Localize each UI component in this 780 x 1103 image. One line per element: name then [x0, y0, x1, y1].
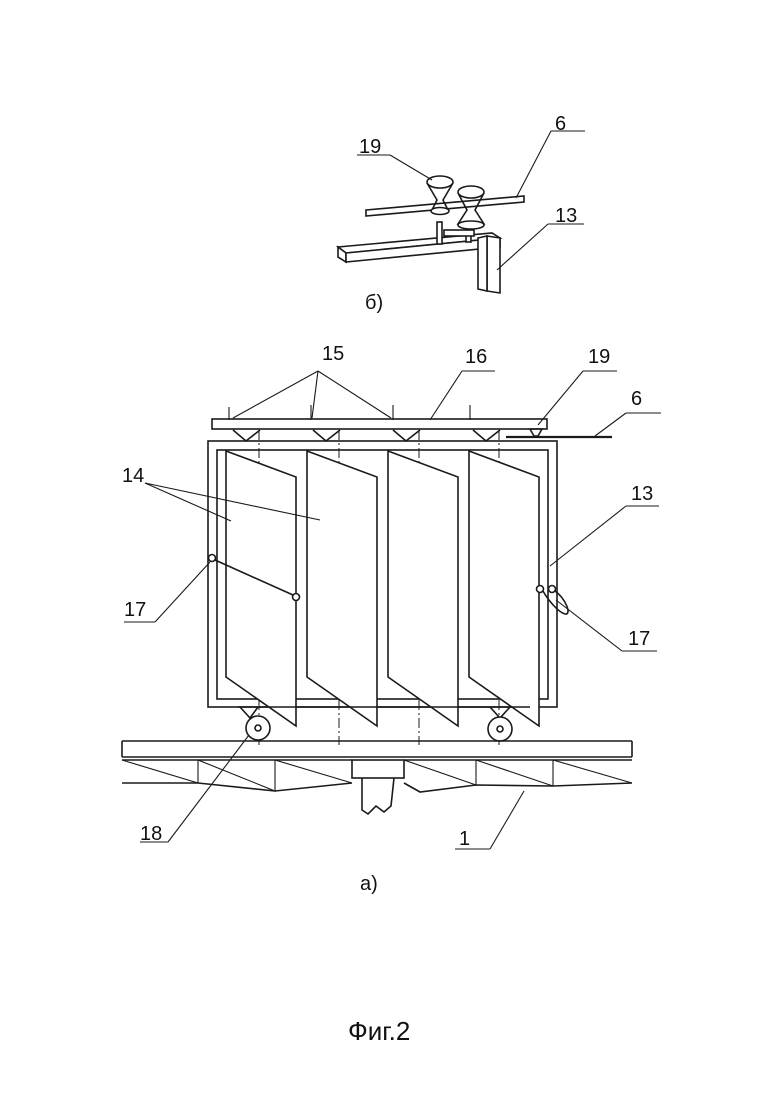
bracket-13 [338, 233, 500, 293]
blade-4 [469, 451, 539, 726]
label-6: 6 [631, 388, 642, 410]
label-17-right: 17 [628, 628, 650, 650]
subfigure-a-label: а) [360, 873, 378, 895]
blade-2 [307, 451, 377, 726]
subfigure-b-label: б) [365, 292, 383, 314]
label-6-detail: 6 [555, 113, 566, 135]
wheel-18-left [246, 716, 270, 740]
label-14: 14 [122, 465, 144, 487]
blade-3 [388, 451, 458, 726]
spring-17-right [537, 586, 569, 615]
hanger-brackets [233, 430, 500, 441]
beam-16 [212, 419, 547, 429]
wheel-18-right [488, 717, 512, 741]
label-17-left: 17 [124, 599, 146, 621]
label-19: 19 [588, 346, 610, 368]
label-18: 18 [140, 823, 162, 845]
label-1: 1 [459, 828, 470, 850]
label-19-detail: 19 [359, 136, 381, 158]
blade-1 [226, 451, 296, 726]
base-truss-1 [122, 741, 632, 814]
label-15: 15 [322, 343, 344, 365]
figure-caption: Фиг.2 [348, 1016, 410, 1046]
view-a [122, 371, 661, 849]
label-16: 16 [465, 346, 487, 368]
label-13-detail: 13 [555, 205, 577, 227]
label-13: 13 [631, 483, 653, 505]
